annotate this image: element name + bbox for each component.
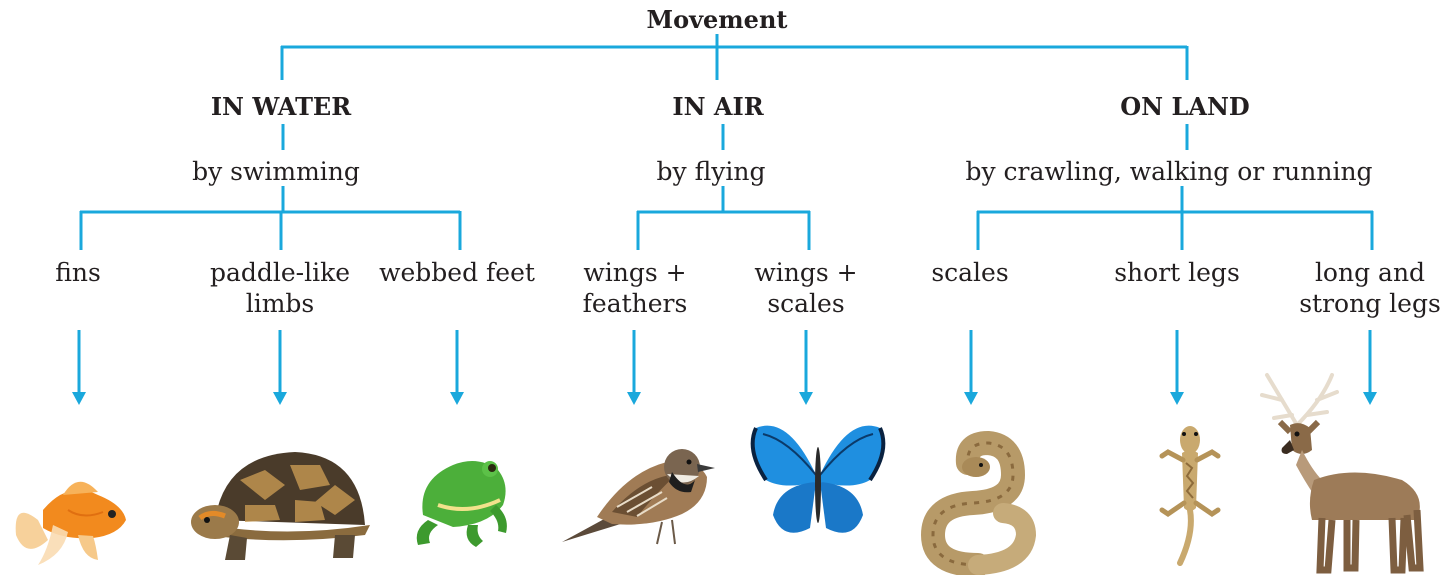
lizard-image bbox=[1159, 426, 1221, 566]
arrow-webbed-head bbox=[450, 392, 464, 405]
feature-scales: scales bbox=[931, 258, 1009, 287]
snake-image bbox=[920, 430, 1037, 575]
feature-wings-scales: wings + scales bbox=[754, 258, 858, 318]
arrow-paddle-head bbox=[273, 392, 287, 405]
root-title: Movement bbox=[646, 5, 788, 34]
mode-flying: by flying bbox=[656, 157, 766, 186]
habitat-on-land: ON LAND bbox=[1120, 92, 1250, 121]
feature-short-legs: short legs bbox=[1114, 258, 1240, 287]
arrow-long-legs-head bbox=[1363, 392, 1377, 405]
feature-long-strong-legs: long and strong legs bbox=[1299, 258, 1441, 318]
sparrow-image bbox=[562, 449, 715, 545]
arrow-short-legs-head bbox=[1170, 392, 1184, 405]
frog-image bbox=[416, 461, 507, 547]
arrow-fins-head bbox=[72, 392, 86, 405]
mode-swimming: by swimming bbox=[192, 157, 360, 186]
mode-crawling-walking-running: by crawling, walking or running bbox=[965, 157, 1373, 186]
feature-paddle-like-limbs: paddle-like limbs bbox=[209, 258, 351, 318]
arrow-wings-scales-head bbox=[799, 392, 813, 405]
deer-image bbox=[1260, 373, 1424, 574]
arrow-feathers-head bbox=[627, 392, 641, 405]
butterfly-image bbox=[750, 425, 886, 533]
feature-wings-feathers: wings + feathers bbox=[582, 258, 688, 318]
goldfish-image bbox=[15, 481, 126, 565]
feature-webbed-feet: webbed feet bbox=[379, 258, 535, 287]
habitat-in-water: IN WATER bbox=[210, 92, 352, 121]
habitat-in-air: IN AIR bbox=[672, 92, 764, 121]
arrow-scales-head bbox=[964, 392, 978, 405]
tortoise-image bbox=[191, 452, 370, 560]
feature-fins: fins bbox=[55, 258, 101, 287]
